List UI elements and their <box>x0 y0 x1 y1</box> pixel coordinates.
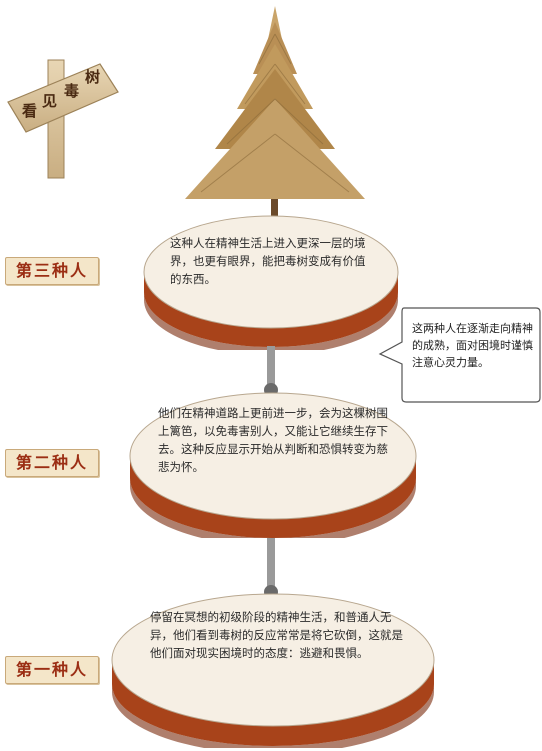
level-3-description: 这种人在精神生活上进入更深一层的境界，也更有眼界，能把毒树变成有价值的东西。 <box>170 236 366 286</box>
level-label-1-text: 第一种人 <box>15 660 88 679</box>
signpost-char-4: 树 <box>85 68 101 86</box>
disc-level-1 <box>111 593 435 748</box>
spruce-tree-image <box>185 6 365 218</box>
signpost-graphic <box>7 59 119 179</box>
level-label-2: 第二种人 <box>5 449 99 477</box>
level-label-2-text: 第二种人 <box>15 453 88 472</box>
signpost-char-3: 毒 <box>64 82 80 100</box>
signpost-char-1: 看 <box>22 102 38 120</box>
signpost-char-2: 见 <box>42 92 58 110</box>
disc-level-2 <box>129 392 417 538</box>
level-1-description: 停留在冥想的初级阶段的精神生活，和普通人无异，他们看到毒树的反应常常是将它砍倒，… <box>150 610 403 660</box>
callout-text: 这两种人在逐渐走向精神的成熟，面对困境时谨慎注意心灵力量。 <box>412 322 533 369</box>
level-2-description: 他们在精神道路上更前进一步，会为这棵树围上篱笆，以免毒害别人，又能让它继续生存下… <box>158 406 388 474</box>
level-label-3: 第三种人 <box>5 257 99 285</box>
disc-level-3 <box>143 215 399 350</box>
callout-bubble <box>378 307 541 403</box>
level-label-3-text: 第三种人 <box>15 261 88 280</box>
level-label-1: 第一种人 <box>5 656 99 684</box>
